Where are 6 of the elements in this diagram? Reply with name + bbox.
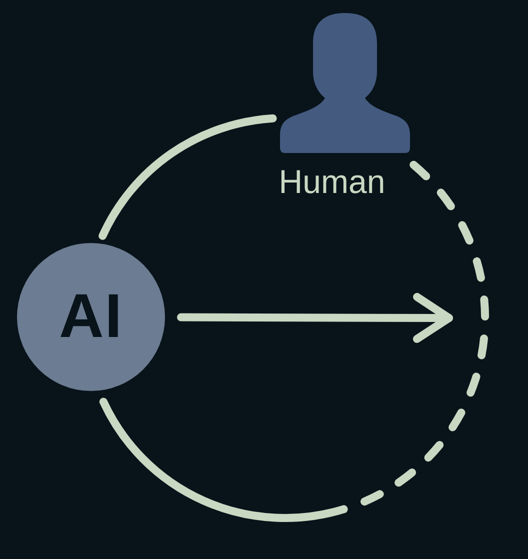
curved-line — [98, 114, 277, 240]
node-label: Human — [278, 163, 386, 201]
circle-node: AI — [17, 243, 165, 391]
dashed-curve — [99, 160, 489, 522]
arrow — [177, 292, 453, 343]
person-icon — [280, 13, 410, 153]
